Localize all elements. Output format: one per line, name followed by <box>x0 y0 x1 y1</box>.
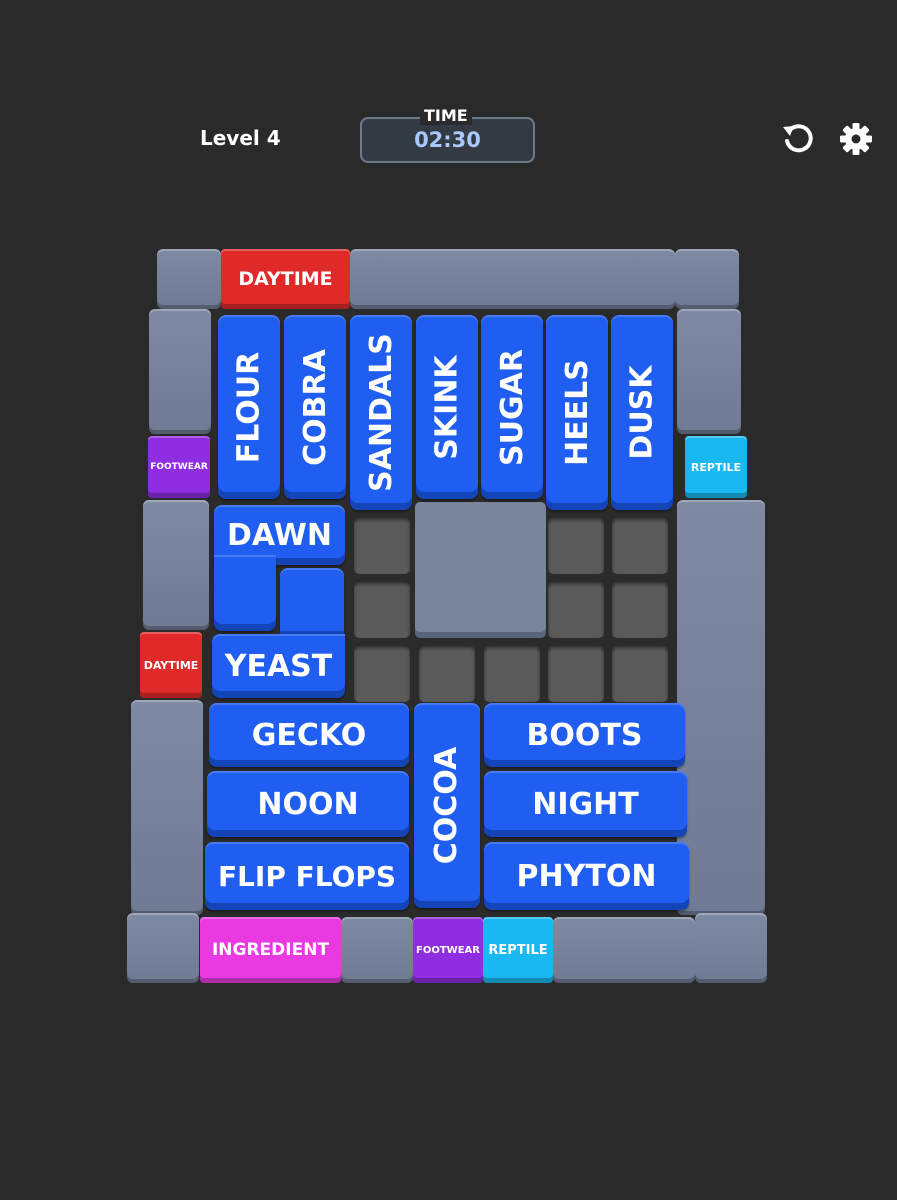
word-block-label: FLIP FLOPS <box>217 859 397 893</box>
word-block-label: COCOA <box>429 746 465 865</box>
empty-cell[interactable] <box>548 582 604 638</box>
frame-bottom-rail <box>553 917 695 983</box>
empty-cell[interactable] <box>354 518 410 574</box>
timer-value: 02:30 <box>414 128 481 152</box>
word-block-label: NOON <box>257 786 359 822</box>
frame-left-rail <box>131 700 203 915</box>
empty-cell[interactable] <box>612 582 668 638</box>
word-block-flour[interactable]: FLOUR <box>218 315 280 499</box>
word-block-sandals[interactable]: SANDALS <box>350 315 412 510</box>
gear-icon[interactable] <box>837 120 875 158</box>
word-block-label: NIGHT <box>532 786 639 822</box>
frame-corner <box>127 913 199 983</box>
word-block-cocoa[interactable]: COCOA <box>414 703 480 908</box>
word-block-yeast-stem[interactable] <box>280 568 344 638</box>
gate-ingredient-bottom: INGREDIENT <box>200 917 341 983</box>
word-block-dawn[interactable]: DAWN <box>214 505 345 565</box>
restart-icon[interactable] <box>779 120 817 158</box>
word-block-label: YEAST <box>224 648 333 684</box>
word-block-label: BOOTS <box>526 717 643 753</box>
word-block-label: SANDALS <box>363 333 399 492</box>
word-block-label: PHYTON <box>516 858 657 894</box>
gate-footwear-bottom: FOOTWEAR <box>413 917 483 983</box>
frame-corner <box>695 913 767 983</box>
word-block-label: SKINK <box>429 354 465 460</box>
empty-cell[interactable] <box>548 646 604 702</box>
word-block-label: GECKO <box>251 717 367 753</box>
empty-cell[interactable] <box>548 518 604 574</box>
word-block-label: HEELS <box>559 359 595 466</box>
gate-daytime-left: DAYTIME <box>140 632 202 698</box>
timer-label: TIME <box>420 106 472 125</box>
frame-right-rail <box>677 309 741 434</box>
frame-left-rail <box>149 309 211 434</box>
empty-cell[interactable] <box>354 582 410 638</box>
frame-corner <box>675 249 739 309</box>
word-block-dusk[interactable]: DUSK <box>611 315 673 510</box>
word-block-label: DAWN <box>227 517 332 553</box>
gate-daytime-top: DAYTIME <box>221 249 350 309</box>
empty-cell[interactable] <box>484 646 540 702</box>
word-block-label: FLOUR <box>231 351 267 463</box>
word-block-label: COBRA <box>297 348 333 466</box>
word-block-dawn-stem[interactable] <box>214 555 276 631</box>
word-block-label: DUSK <box>624 365 660 460</box>
word-block-flip-flops[interactable]: FLIP FLOPS <box>205 842 409 910</box>
frame-top-rail <box>350 249 675 309</box>
word-block-night[interactable]: NIGHT <box>484 771 687 837</box>
empty-cell[interactable] <box>354 646 410 702</box>
empty-cell[interactable] <box>419 646 475 702</box>
level-label: Level 4 <box>200 126 281 150</box>
word-block-boots[interactable]: BOOTS <box>484 703 685 767</box>
word-block-cobra[interactable]: COBRA <box>284 315 346 499</box>
word-block-heels[interactable]: HEELS <box>546 315 608 510</box>
word-block-skink[interactable]: SKINK <box>416 315 478 499</box>
gate-footwear-left: FOOTWEAR <box>148 436 210 498</box>
gate-reptile-bottom: REPTILE <box>483 917 553 983</box>
word-block-sugar[interactable]: SUGAR <box>481 315 543 499</box>
word-block-label: SUGAR <box>494 348 530 466</box>
empty-cell[interactable] <box>612 518 668 574</box>
empty-cell[interactable] <box>612 646 668 702</box>
frame-right-rail <box>677 500 765 915</box>
word-block-yeast[interactable]: YEAST <box>212 634 345 698</box>
obstacle-block <box>415 502 546 632</box>
gate-reptile-right: REPTILE <box>685 436 747 498</box>
word-block-noon[interactable]: NOON <box>207 771 409 837</box>
frame-bottom-rail <box>341 917 413 983</box>
frame-corner <box>157 249 221 309</box>
word-block-phyton[interactable]: PHYTON <box>484 842 689 910</box>
word-block-gecko[interactable]: GECKO <box>209 703 409 767</box>
frame-left-rail <box>143 500 209 630</box>
